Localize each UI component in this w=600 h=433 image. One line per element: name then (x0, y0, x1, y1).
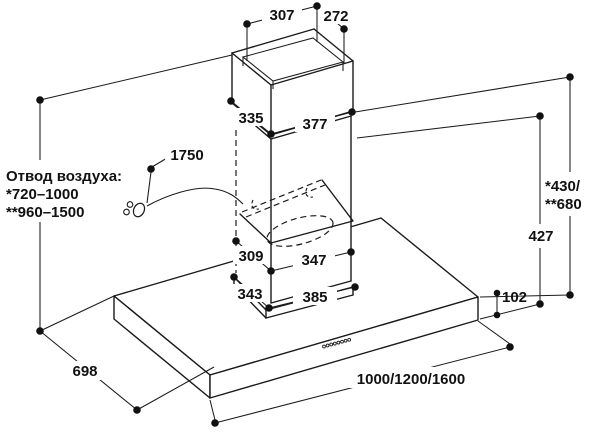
dim-top-opening-width: 307 (269, 7, 294, 24)
blower-shelf (239, 179, 354, 244)
air-outlet-title: Отвод воздуха: (6, 168, 122, 185)
duct-opening-rim (241, 37, 345, 89)
damper-hook-right (305, 187, 314, 198)
dim-lower-duct-width: 347 (301, 252, 326, 269)
air-outlet-note: Отвод воздуха: *720–1000 **960–1500 (6, 168, 122, 221)
dimension-lines (39, 5, 571, 424)
dim-canopy-widths: 1000/1200/1600 (357, 371, 465, 388)
damper-hook-left (251, 199, 260, 210)
dim-base-depth: 343 (237, 286, 262, 303)
air-outlet-hole (266, 215, 334, 247)
air-outlet-range-single: *720–1000 (6, 186, 79, 203)
dimension-dots (36, 2, 574, 427)
dim-canopy-depth: 698 (72, 363, 97, 380)
dim-body-section-height: 427 (528, 228, 553, 245)
dimension-labels: 307 272 335 377 1750 309 347 343 385 698… (72, 7, 581, 388)
power-cord (123, 187, 244, 218)
canopy-front-face (209, 296, 479, 399)
plug-icon (123, 201, 146, 218)
dim-canopy-thickness: 102 (502, 289, 527, 306)
dim-cord-length: 1750 (170, 147, 203, 164)
dim-base-width: 385 (302, 289, 327, 306)
duct-interior (239, 179, 354, 247)
air-outlet-range-double: **960–1500 (6, 204, 84, 221)
dim-upper-duct-width: 377 (302, 116, 327, 133)
label-masks (65, 5, 559, 388)
control-buttons (322, 337, 352, 349)
dim-lower-duct-depth: 309 (238, 248, 263, 265)
dim-top-opening-depth: 272 (323, 8, 348, 25)
dim-upper-duct-depth: 335 (238, 110, 263, 127)
dim-chimney-height-2: **680 (545, 196, 582, 213)
dim-chimney-height-1: *430/ (545, 178, 581, 195)
